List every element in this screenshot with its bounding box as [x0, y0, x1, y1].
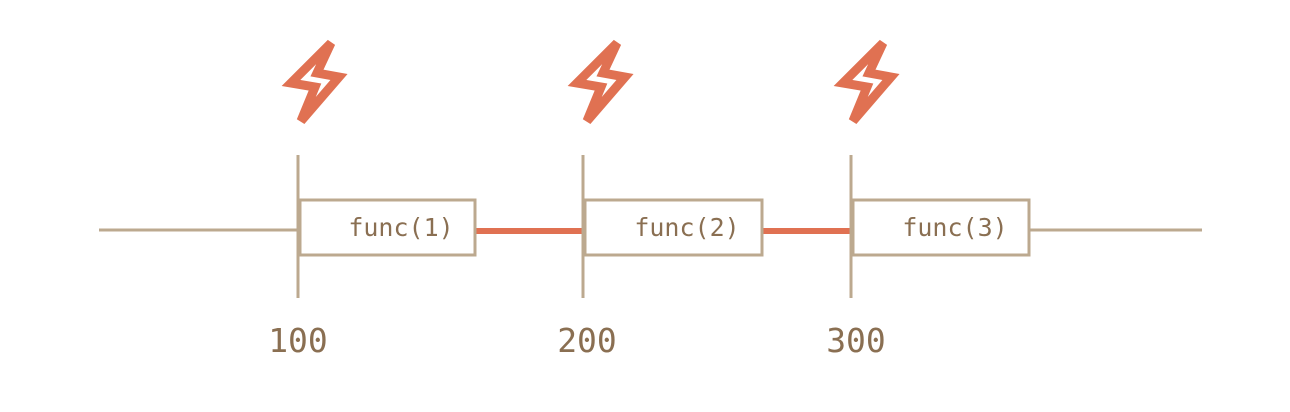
event-3: func(3) 300	[826, 39, 1031, 360]
call-label: func(1)	[348, 213, 453, 242]
call-label: func(3)	[902, 213, 1007, 242]
call-box	[298, 198, 477, 257]
time-label: 100	[268, 321, 328, 360]
time-label: 200	[557, 321, 617, 360]
lightning-icon	[567, 39, 634, 124]
event-2: func(2) 200	[557, 39, 764, 360]
lightning-icon	[833, 39, 900, 124]
call-label: func(2)	[634, 213, 739, 242]
call-box	[851, 198, 1031, 257]
event-1: func(1) 100	[268, 39, 477, 360]
lightning-icon	[281, 39, 348, 124]
call-box	[583, 198, 764, 257]
time-label: 300	[826, 321, 886, 360]
